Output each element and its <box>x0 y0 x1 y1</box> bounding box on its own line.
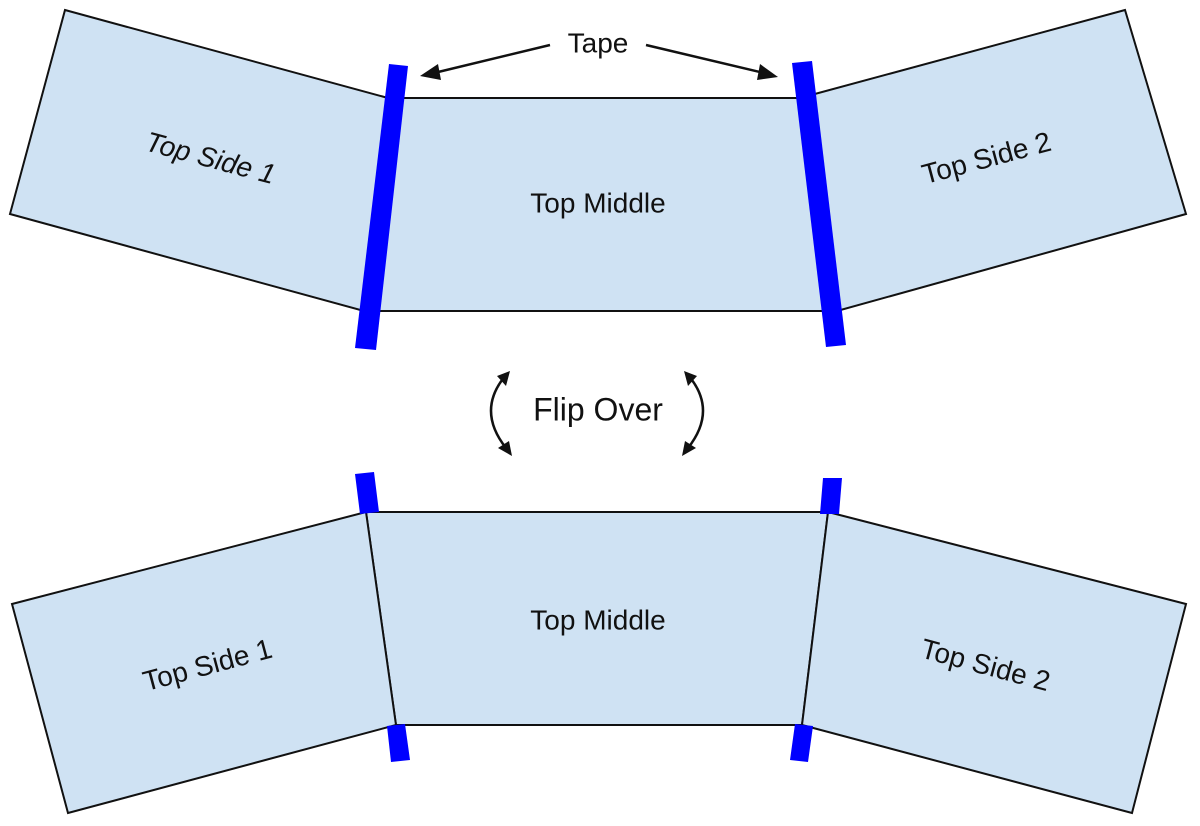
top-arrangement: Top Side 1 Top Middle Top Side 2 Tape <box>8 8 1188 350</box>
bottom-tape-top-left <box>355 472 379 514</box>
bottom-tape-bottom-left <box>387 724 410 762</box>
flip-over-transition: Flip Over <box>489 371 705 456</box>
bottom-tape-top-right <box>820 478 842 514</box>
top-middle-label: Top Middle <box>530 187 665 218</box>
bottom-tape-bottom-right <box>790 724 813 762</box>
bottom-middle-label: Top Middle <box>530 604 665 635</box>
top-tape-left <box>355 64 408 350</box>
flip-over-label: Flip Over <box>533 391 663 427</box>
rotate-arrows-icon <box>489 371 705 456</box>
top-tape-right <box>792 61 846 347</box>
tape-callout-arrows <box>420 43 778 80</box>
bottom-side-2-panel <box>800 510 1188 815</box>
bottom-arrangement: Top Side 1 Top Middle Top Side 2 <box>10 472 1188 815</box>
tape-callout-label: Tape <box>568 27 629 58</box>
